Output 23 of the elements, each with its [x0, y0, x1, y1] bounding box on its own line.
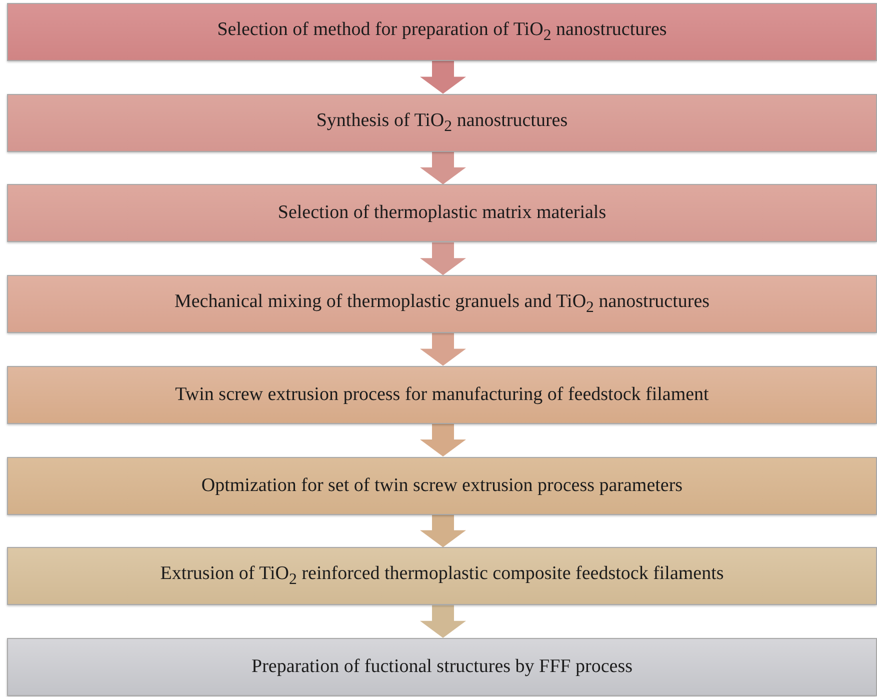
process-box	[7, 456, 877, 514]
process-box	[7, 275, 877, 334]
block-arrow	[420, 514, 466, 548]
block-arrow	[420, 152, 466, 184]
step-text: Selection of method for preparation of TiO$_{2}$ nanostructures	[217, 19, 667, 45]
block-arrow	[420, 61, 466, 94]
process-box	[7, 3, 877, 61]
process-box	[7, 547, 877, 606]
block-arrow	[420, 605, 466, 638]
process-box	[7, 638, 877, 696]
step-text: Optmization for set of twin screw extrusion process parameters	[201, 474, 683, 496]
block-arrow	[420, 333, 466, 366]
block-arrow	[420, 242, 466, 276]
step-text: Selection of thermoplastic matrix materials	[278, 202, 606, 224]
process-box	[7, 184, 877, 242]
step-text: Extrusion of TiO$_{2}$ reinforced thermoplastic composite feedstock filaments	[160, 563, 724, 590]
step-text: Mechanical mixing of thermoplastic granuels and TiO$_{2}$ nanostructures	[174, 291, 710, 317]
step-text: Synthesis of TiO$_{2}$ nanostructures	[316, 110, 568, 136]
process-box	[7, 94, 877, 152]
step-text: Preparation of fuctional structures by FFF process	[252, 656, 632, 678]
step-text: Twin screw extrusion process for manufacturing of feedstock filament	[175, 384, 709, 406]
process-box	[7, 366, 877, 424]
block-arrow	[420, 424, 466, 456]
